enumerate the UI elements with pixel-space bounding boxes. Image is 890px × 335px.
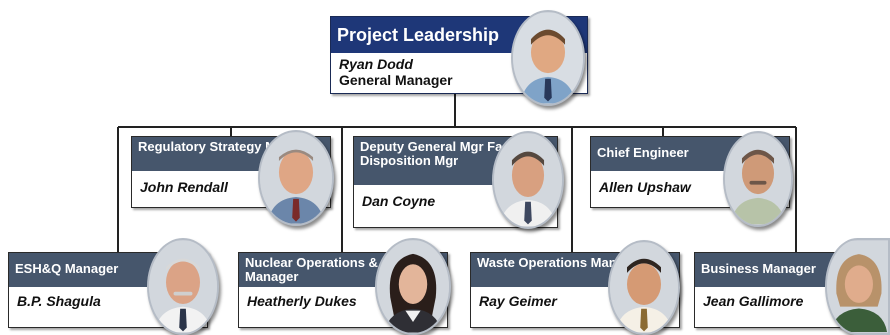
deputy-general-mgr-photo — [492, 131, 564, 229]
chief-engineer-name: Allen Upshaw — [599, 179, 691, 195]
general-manager-name: Ryan Dodd — [339, 56, 413, 72]
regulatory-strategy-name: John Rendall — [140, 179, 228, 195]
chief-engineer-photo — [723, 131, 793, 227]
general-manager-role: General Manager — [339, 72, 453, 88]
waste-operations-photo — [608, 240, 680, 335]
nuclear-operations-photo — [375, 238, 451, 335]
nuclear-operations-name: Heatherly Dukes — [247, 293, 357, 309]
business-manager-photo — [825, 238, 890, 335]
regulatory-strategy-photo — [258, 130, 334, 226]
waste-operations-name: Ray Geimer — [479, 293, 557, 309]
deputy-general-mgr-name: Dan Coyne — [362, 193, 436, 209]
business-manager-name: Jean Gallimore — [703, 293, 804, 309]
eshq-manager-name: B.P. Shagula — [17, 293, 101, 309]
general-manager-photo — [511, 10, 585, 106]
eshq-manager-photo — [147, 238, 219, 335]
